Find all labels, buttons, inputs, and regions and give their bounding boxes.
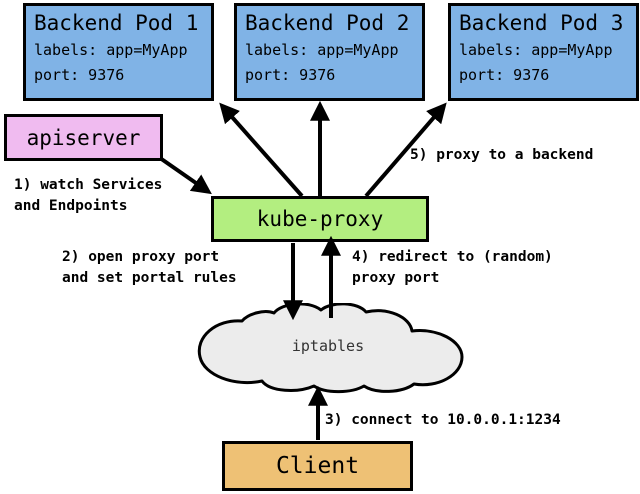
step-2-label: 2) open proxy port and set portal rules xyxy=(62,249,237,286)
backend-pod-2-labels: labels: app=MyApp xyxy=(245,41,399,59)
backend-pod-3-port: port: 9376 xyxy=(459,66,550,84)
backend-pod-3-title: Backend Pod 3 xyxy=(459,11,624,35)
backend-pod-1-labels: labels: app=MyApp xyxy=(34,41,188,59)
backend-pod-1-box[interactable]: Backend Pod 1 labels: app=MyApp port: 93… xyxy=(23,3,214,101)
client-box[interactable]: Client xyxy=(222,441,413,491)
step-1-label: 1) watch Services and Endpoints xyxy=(14,177,163,214)
apiserver-box[interactable]: apiserver xyxy=(4,114,163,161)
backend-pod-2-title: Backend Pod 2 xyxy=(245,11,410,35)
arrow-apiserver-to-kubeproxy xyxy=(158,156,212,195)
client-label: Client xyxy=(275,453,360,479)
apiserver-label: apiserver xyxy=(26,125,141,150)
step-5-label: 5) proxy to a backend xyxy=(410,147,594,163)
arrow-kubeproxy-to-pod-1 xyxy=(219,102,304,198)
cloud-shape xyxy=(197,302,464,394)
kube-proxy-label: kube-proxy xyxy=(256,207,384,231)
backend-pod-2-port: port: 9376 xyxy=(245,66,336,84)
iptables-cloud[interactable] xyxy=(186,302,470,395)
backend-pod-1-port: port: 9376 xyxy=(34,66,125,84)
kube-proxy-box[interactable]: kube-proxy xyxy=(211,196,429,242)
step-3-label: 3) connect to 10.0.0.1:1234 xyxy=(325,412,561,428)
backend-pod-1-title: Backend Pod 1 xyxy=(34,11,199,35)
step-4-label: 4) redirect to (random) proxy port xyxy=(352,249,553,286)
backend-pod-3-box[interactable]: Backend Pod 3 labels: app=MyApp port: 93… xyxy=(448,3,639,101)
backend-pod-2-box[interactable]: Backend Pod 2 labels: app=MyApp port: 93… xyxy=(234,3,425,101)
iptables-label: iptables xyxy=(291,337,365,355)
backend-pod-3-labels: labels: app=MyApp xyxy=(459,41,613,59)
